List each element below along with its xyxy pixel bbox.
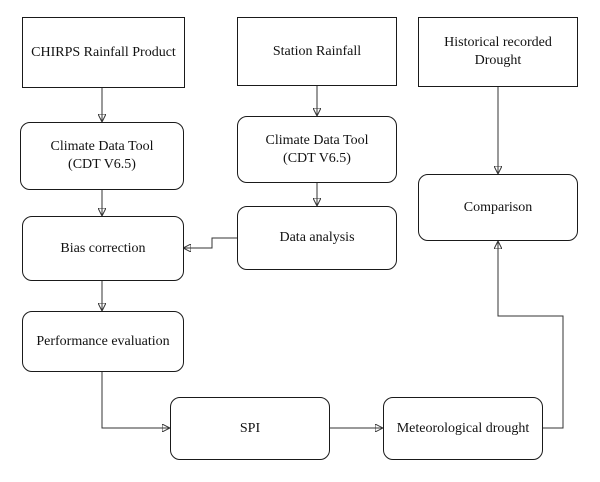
node-chirps-rainfall-product: CHIRPS Rainfall Product bbox=[22, 17, 185, 88]
node-historical-recorded-drought: Historical recorded Drought bbox=[418, 17, 578, 87]
node-data-analysis: Data analysis bbox=[237, 206, 397, 270]
node-spi: SPI bbox=[170, 397, 330, 460]
node-comparison: Comparison bbox=[418, 174, 578, 241]
node-bias-correction: Bias correction bbox=[22, 216, 184, 281]
node-station-rainfall: Station Rainfall bbox=[237, 17, 397, 86]
arrow-analysis-to-bias bbox=[184, 237, 237, 248]
node-climate-data-tool-left: Climate Data Tool (CDT V6.5) bbox=[20, 122, 184, 190]
arrow-meteo-to-comparison bbox=[498, 242, 564, 429]
node-performance-evaluation: Performance evaluation bbox=[22, 311, 184, 372]
node-climate-data-tool-middle: Climate Data Tool (CDT V6.5) bbox=[237, 116, 397, 183]
arrow-performance-to-spi bbox=[101, 372, 169, 428]
node-meteorological-drought: Meteorological drought bbox=[383, 397, 543, 460]
